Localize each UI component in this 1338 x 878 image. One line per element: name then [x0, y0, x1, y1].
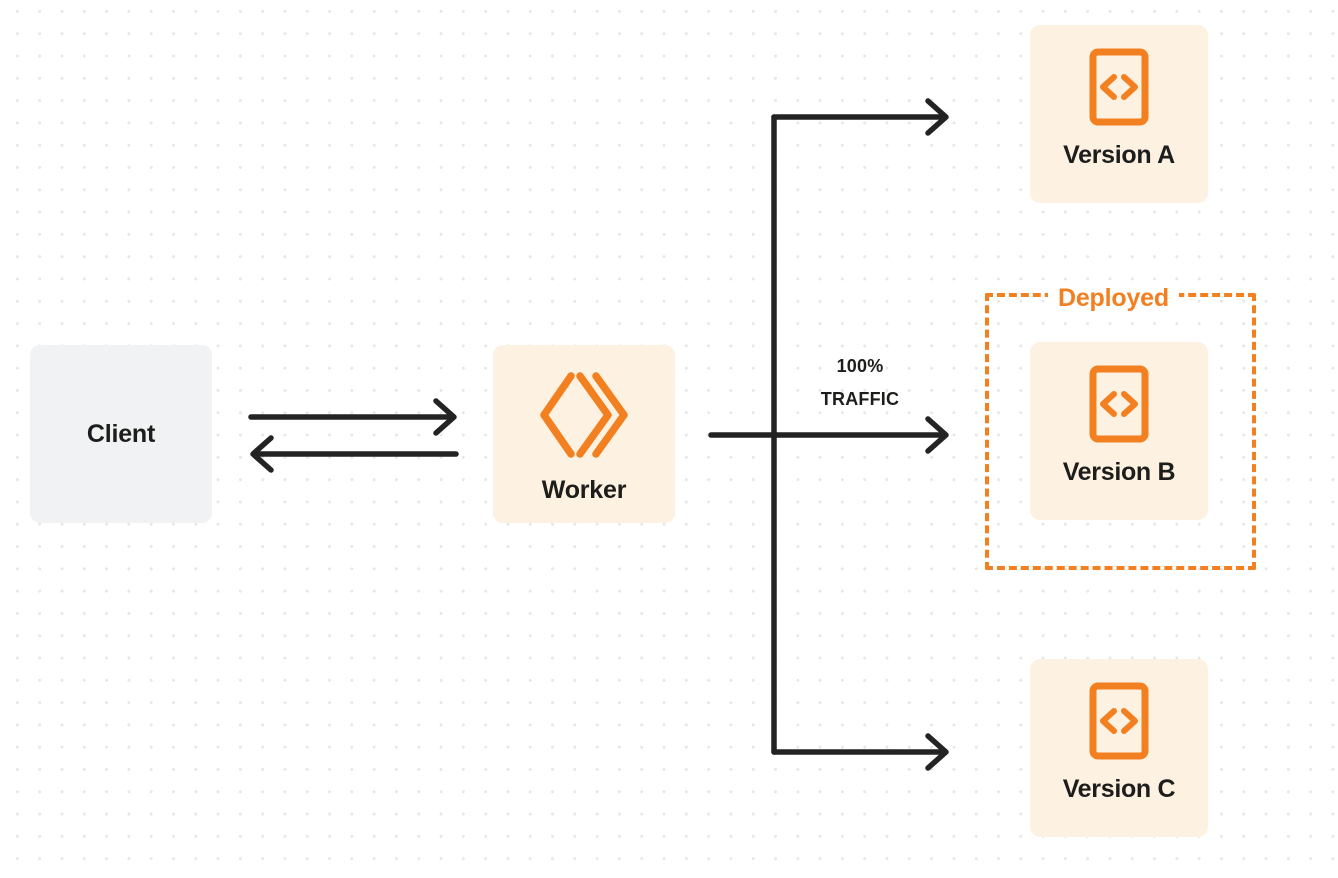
- cloudflare-workers-logo-icon: [536, 370, 632, 460]
- node-version-a[interactable]: Version A: [1030, 25, 1208, 203]
- traffic-percent: 100%: [836, 356, 884, 376]
- arrow-client-to-worker: [248, 398, 457, 436]
- arrow-worker-to-version-a: [771, 98, 949, 136]
- arrow-worker-to-version-b: [708, 416, 949, 454]
- version-b-label: Version B: [1062, 458, 1176, 486]
- version-a-label: Version A: [1063, 141, 1175, 169]
- node-client[interactable]: Client: [30, 345, 212, 523]
- traffic-label: 100% TRAFFIC: [790, 350, 930, 416]
- arrow-worker-to-client: [250, 435, 459, 473]
- client-label: Client: [86, 419, 156, 448]
- traffic-caption: TRAFFIC: [820, 389, 900, 409]
- code-file-icon: [1088, 364, 1150, 444]
- version-c-label: Version C: [1062, 775, 1176, 803]
- code-file-icon: [1088, 47, 1150, 127]
- node-version-c[interactable]: Version C: [1030, 659, 1208, 837]
- arrow-worker-to-version-c: [771, 733, 949, 771]
- node-worker[interactable]: Worker: [493, 345, 675, 523]
- code-file-icon: [1088, 681, 1150, 761]
- deployed-group-label: Deployed: [1048, 284, 1179, 312]
- worker-label: Worker: [541, 476, 627, 504]
- node-version-b[interactable]: Version B: [1030, 342, 1208, 520]
